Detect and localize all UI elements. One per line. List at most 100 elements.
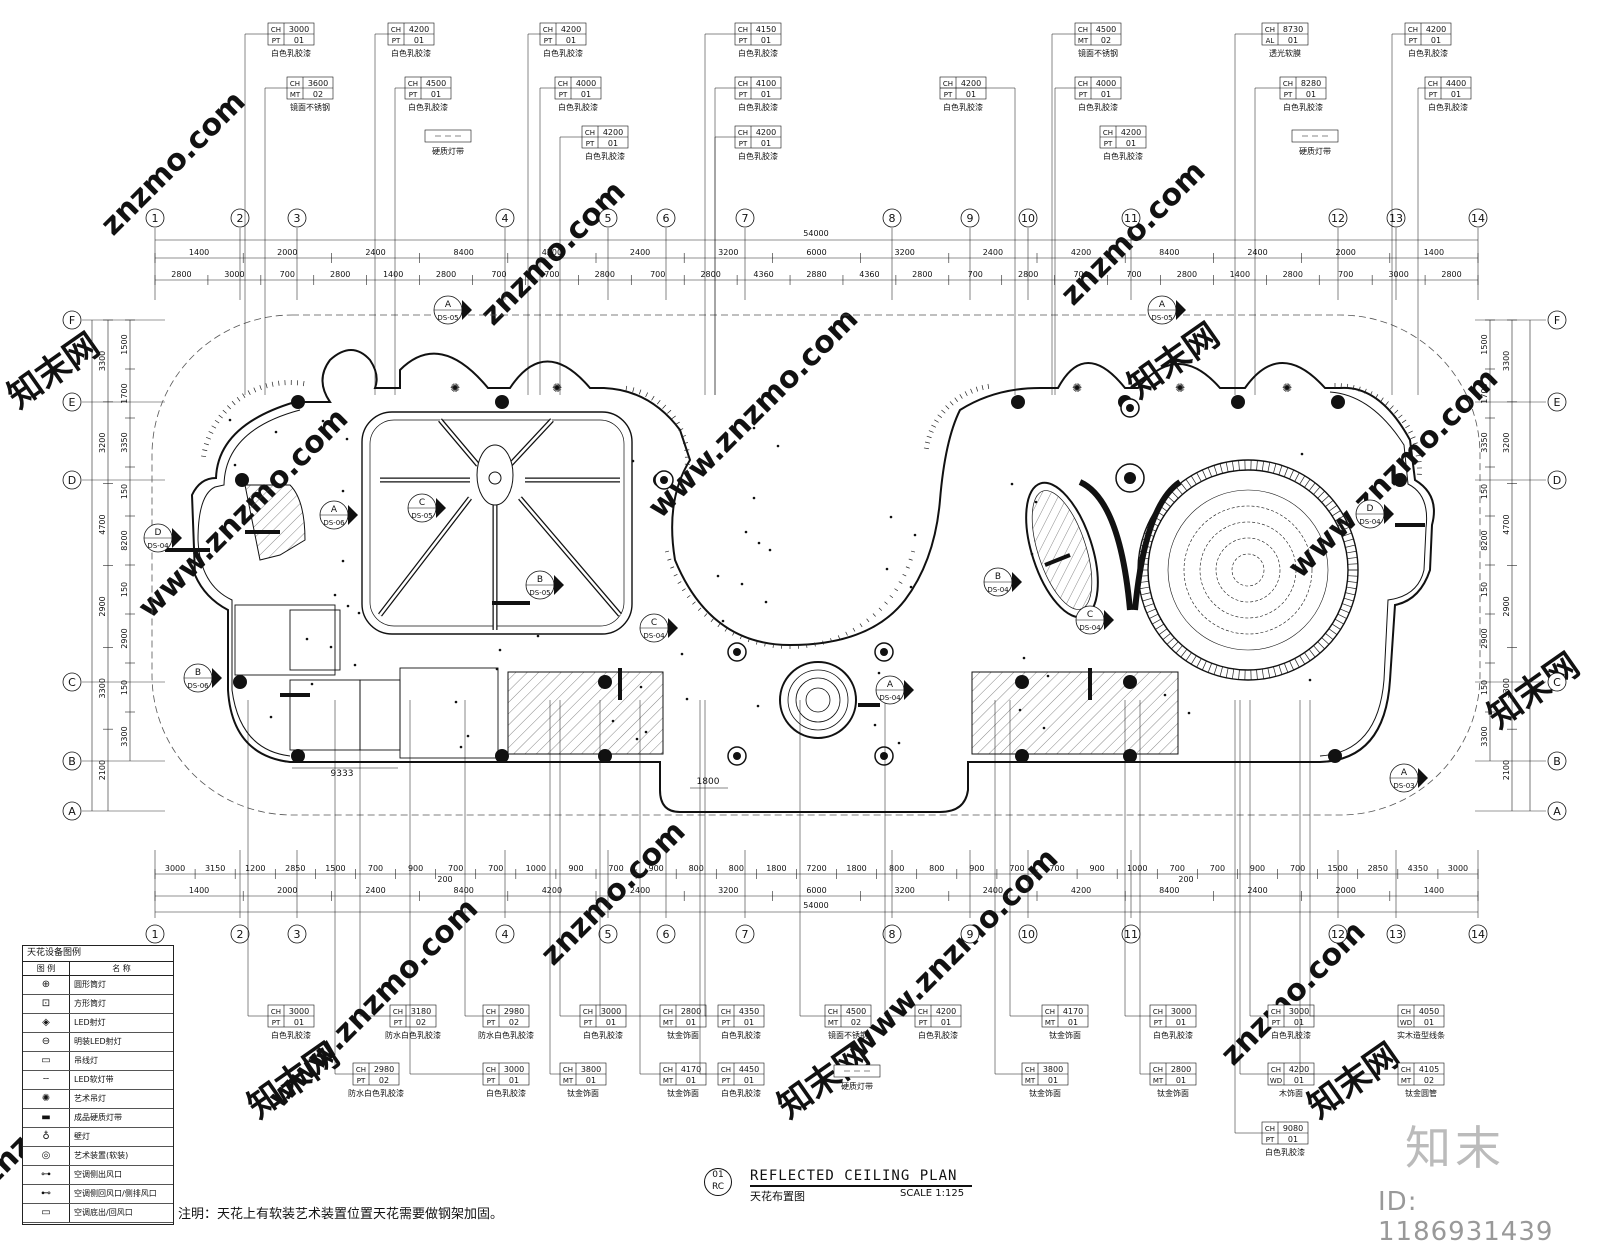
dim-value: 700 <box>1170 864 1185 873</box>
ceiling-point-light-icon <box>913 533 917 537</box>
ceiling-point-light-icon <box>716 574 720 578</box>
tag-ch-value: 4170 <box>1063 1007 1083 1016</box>
curved-rail <box>1078 479 1133 611</box>
art-chandelier-icon: ✺ <box>1072 381 1082 395</box>
wall-hatch <box>866 618 870 623</box>
axis-bubble <box>230 208 250 228</box>
ceiling-point-light-icon <box>885 567 889 571</box>
dim-value: 1500 <box>1328 864 1348 873</box>
wall-hatch <box>814 642 816 647</box>
section-ref: DS-03 <box>1393 782 1414 790</box>
ceiling-point-light-icon <box>877 671 881 675</box>
tag-description: 白色乳胶漆 <box>1153 1030 1193 1040</box>
tag-leader <box>527 33 540 395</box>
dim-value: 3200 <box>895 886 915 895</box>
dim-value: 4200 <box>542 248 562 257</box>
tag-number: 01 <box>761 90 771 99</box>
circular-slats <box>1146 608 1157 614</box>
dim-value: 1000 <box>1127 864 1147 873</box>
circular-slats <box>1337 521 1347 527</box>
axis-label-x: 1 <box>152 928 159 941</box>
section-arrow-icon <box>1418 768 1428 788</box>
axis-label-x: 4 <box>502 212 509 225</box>
tag-code: PT <box>487 1019 496 1027</box>
ceiling-point-light-icon <box>333 593 337 597</box>
tag-ch-label: CH <box>1153 1066 1163 1074</box>
axis-label-x: 7 <box>742 212 749 225</box>
hatched-counter <box>971 671 1179 755</box>
tag-leader <box>994 700 1022 1075</box>
wall-hatch <box>684 470 690 473</box>
dim-value: 700 <box>368 864 383 873</box>
legend-item: ▬成品硬质灯带 <box>23 1109 173 1128</box>
circular-slats <box>1256 460 1258 471</box>
section-marker: CDS-04 <box>1075 605 1114 635</box>
tag-leader <box>264 87 287 395</box>
axis-label-x: 11 <box>1124 212 1138 225</box>
section-letter: B <box>995 572 1001 582</box>
drawing-scale: SCALE 1:125 <box>900 1188 965 1199</box>
circular-slats <box>1185 652 1192 661</box>
wall-hatch <box>1410 436 1416 439</box>
tag-ch-value: 3800 <box>581 1065 601 1074</box>
circular-ceiling-ring <box>1167 489 1329 651</box>
dim-value: 8400 <box>454 248 474 257</box>
dim-value: 700 <box>488 864 503 873</box>
tag-code: PT <box>944 91 953 99</box>
axis-bubble <box>735 208 755 228</box>
section-arrow-icon <box>1012 572 1022 592</box>
dim-value: 8200 <box>120 530 129 550</box>
tag-ch-value: 4200 <box>1121 128 1141 137</box>
section-ref: DS-04 <box>1079 624 1101 632</box>
legend-item: ✺艺术吊灯 <box>23 1090 173 1109</box>
section-marker: ADS-03 <box>1389 763 1428 793</box>
tag-leader <box>244 33 268 395</box>
tag-ch-label: CH <box>721 1066 731 1074</box>
circular-slats <box>1331 623 1341 630</box>
circular-slats <box>1347 563 1358 565</box>
dim-value: 900 <box>648 864 663 873</box>
drawing-number-bottom: RC <box>711 1182 725 1192</box>
dim-value: 2800 <box>171 270 191 279</box>
tag-ch-value: 4500 <box>426 79 446 88</box>
drawing-number-top: 01 <box>712 1170 724 1180</box>
dim-value: 700 <box>968 270 983 279</box>
wall-hatch <box>1398 414 1403 419</box>
dim-value: 2400 <box>1247 248 1267 257</box>
tag-description: 白色乳胶漆 <box>408 102 448 112</box>
dim-value: 3300 <box>1502 678 1511 698</box>
circular-slats <box>1225 667 1229 678</box>
art-installation <box>1115 463 1145 493</box>
tag-ch-label: CH <box>663 1066 673 1074</box>
tag-leader <box>714 136 735 395</box>
tag-description: 白色乳胶漆 <box>1271 1030 1311 1040</box>
wall-hatch <box>259 385 262 391</box>
ceiling-point-light-icon <box>498 648 502 652</box>
ceiling-point-light-icon <box>341 559 345 563</box>
tag-description: 实木造型线条 <box>1397 1030 1445 1040</box>
downlight-icon <box>235 473 249 487</box>
watermark-logo-text: 知末网 <box>0 325 106 416</box>
circular-slats <box>1343 538 1354 543</box>
circular-slats <box>1180 648 1188 658</box>
circular-ceiling-ring <box>1215 537 1281 603</box>
wall-hatch <box>247 390 251 395</box>
tag-leader <box>1309 700 1398 1017</box>
tag-number: 01 <box>608 139 618 148</box>
tag-ch-label: CH <box>943 80 953 88</box>
legend-item-name: 艺术吊灯 <box>74 1094 106 1103</box>
wall-hatch <box>1375 394 1379 399</box>
tag-number: 02 <box>379 1076 389 1085</box>
legend-item: ◎艺术装置(软装) <box>23 1147 173 1166</box>
ceiling-point-light-icon <box>764 600 768 604</box>
circular-slats <box>1321 495 1330 503</box>
tag-ch-label: CH <box>1265 1125 1275 1133</box>
circular-slats <box>1231 461 1235 472</box>
tag-number: 02 <box>313 90 323 99</box>
tag-ch-value: 4000 <box>576 79 596 88</box>
tag-number: 01 <box>509 1076 519 1085</box>
dim-value: 1400 <box>1424 886 1444 895</box>
